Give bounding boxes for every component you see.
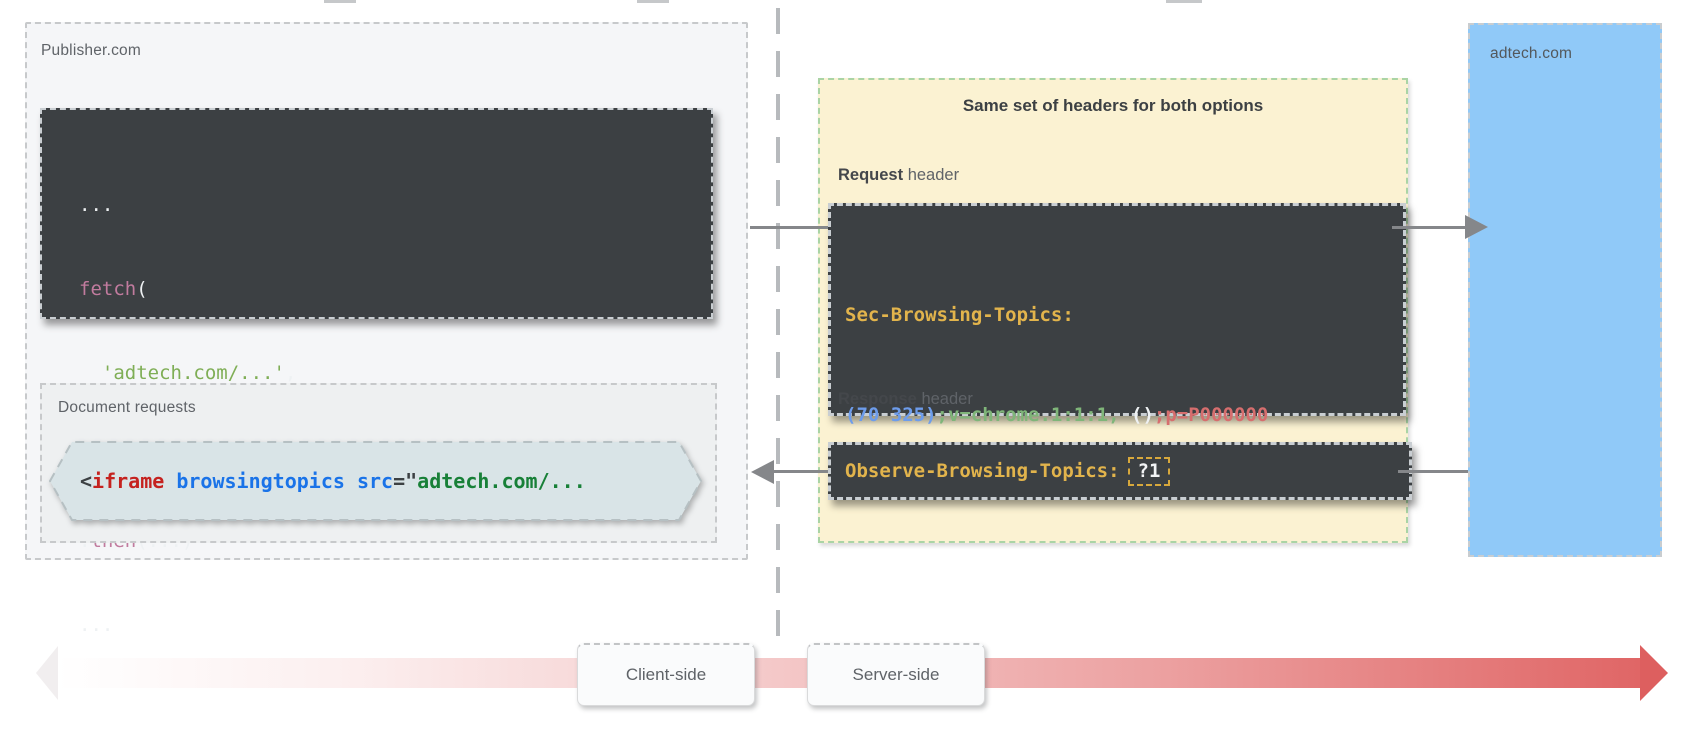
server-side-label: Server-side	[852, 665, 940, 684]
code-line: 'adtech.com/...',	[79, 359, 711, 387]
document-requests-box: Document requests <iframe browsingtopics…	[40, 383, 717, 543]
response-header-block: Observe-Browsing-Topics: ?1	[828, 442, 1412, 500]
code-token: <	[80, 469, 93, 493]
cropped-dash	[637, 0, 669, 3]
timeline-left-arrowhead-icon	[36, 646, 58, 700]
headers-panel: Same set of headers for both options Req…	[818, 78, 1412, 543]
code-token: iframe	[92, 469, 165, 493]
code-token: src	[356, 469, 394, 493]
response-header-label: Response header	[838, 390, 973, 409]
arrowhead-right-icon	[1465, 215, 1488, 239]
request-header-label-strong: Request	[838, 166, 904, 184]
client-side-label: Client-side	[625, 665, 707, 684]
request-to-adtech-line	[1392, 226, 1466, 229]
adtech-zone-label: adtech.com	[1490, 45, 1573, 62]
publisher-zone: Publisher.com ... fetch( 'adtech.com/...…	[25, 22, 748, 636]
cropped-dash	[1166, 0, 1202, 3]
publisher-zone-label: Publisher.com	[41, 42, 141, 59]
request-header-label: Request header	[838, 166, 959, 185]
adtech-zone: adtech.com	[1468, 23, 1662, 557]
code-line: ...	[79, 611, 711, 639]
response-header-label-rest: header	[916, 390, 973, 408]
response-to-publisher-line	[773, 470, 828, 473]
code-token: (	[136, 278, 148, 300]
document-requests-label: Document requests	[58, 399, 196, 416]
code-token: ()	[1131, 404, 1154, 426]
code-line: (70 325);v=chrome.1:1:1, ();p=P000000	[845, 402, 1403, 428]
request-header-label-rest: header	[903, 166, 960, 184]
iframe-code-line: <iframe browsingtopics src="adtech.com/.…	[48, 440, 703, 522]
publisher-to-request-line	[750, 226, 828, 229]
code-token: ;p=P000000	[1153, 404, 1269, 426]
fetch-code-block: ... fetch( 'adtech.com/...', {browsingTo…	[40, 108, 713, 636]
arrowhead-left-icon	[751, 460, 774, 484]
server-side-box: Server-side	[807, 643, 985, 706]
code-token: Sec-Browsing-Topics:	[845, 304, 1074, 326]
hexagon-shape	[48, 441, 703, 521]
observe-value-chip: ?1	[1127, 456, 1171, 486]
code-line: ...	[79, 191, 711, 219]
code-line: Sec-Browsing-Topics:	[845, 302, 1403, 328]
adtech-to-response-line	[1398, 470, 1468, 473]
request-header-block: Sec-Browsing-Topics: (70 325);v=chrome.1…	[828, 203, 1406, 426]
timeline-right-arrowhead-icon	[1640, 645, 1668, 701]
code-line: fetch(	[79, 275, 711, 303]
code-token: ...	[79, 194, 114, 216]
code-token: Observe-Browsing-Topics:	[845, 460, 1120, 482]
client-side-box: Client-side	[577, 643, 755, 706]
code-token: 'adtech.com/...'	[101, 362, 285, 384]
code-token	[79, 362, 102, 384]
code-token: ...	[79, 614, 114, 636]
code-token: fetch	[79, 278, 137, 300]
response-header-label-strong: Response	[838, 390, 917, 408]
code-token: browsingtopics	[164, 469, 357, 493]
code-token: (70 325)	[845, 404, 937, 426]
client-server-divider	[776, 8, 780, 648]
code-token: ="	[393, 469, 418, 493]
code-token: ,	[284, 362, 297, 384]
code-token: ;v=chrome.1:1:1,	[936, 404, 1120, 426]
code-token: adtech.com/...	[417, 469, 586, 493]
headers-panel-title: Same set of headers for both options	[962, 96, 1264, 115]
code-token	[1120, 404, 1131, 426]
iframe-snippet-hexagon: <iframe browsingtopics src="adtech.com/.…	[48, 440, 703, 522]
cropped-dash	[324, 0, 356, 3]
